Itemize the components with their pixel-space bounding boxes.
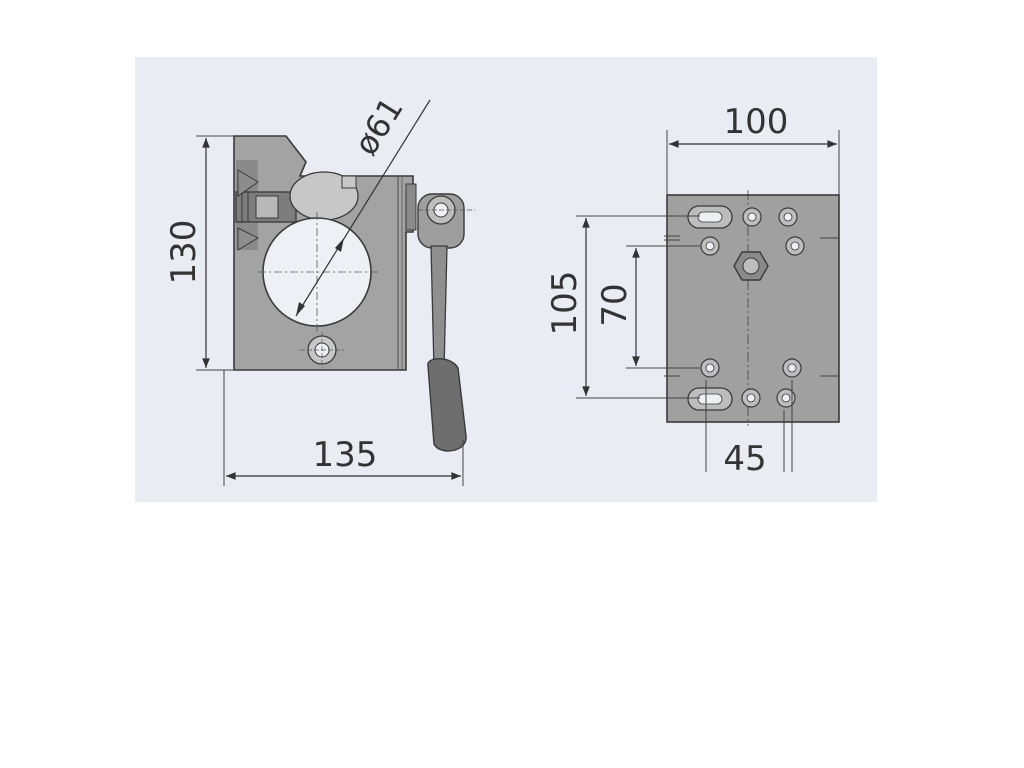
plate-hole	[700, 236, 720, 256]
dimension-height-70-label: 70	[595, 283, 635, 326]
plate-hole	[785, 236, 805, 256]
dimension-width-135	[223, 370, 464, 486]
dimension-height-130	[196, 135, 234, 371]
plate-hole	[778, 207, 798, 227]
dimension-height-70	[626, 245, 700, 369]
back-plate-view: 100 105 70 45	[545, 102, 840, 479]
dimension-width-135-label: 135	[313, 435, 378, 475]
plate-hole	[782, 358, 802, 378]
back-plate	[666, 194, 840, 423]
clamp-bolt	[235, 169, 297, 251]
plate-hole	[776, 388, 796, 408]
lever-pivot	[417, 193, 475, 249]
dimension-diameter-61	[295, 99, 431, 317]
dimension-width-100	[666, 130, 840, 195]
side-view: 130 135 ø61	[164, 91, 475, 486]
dimension-width-100-label: 100	[724, 102, 789, 142]
dimension-diameter-61-label: ø61	[347, 91, 411, 162]
dimension-height-105-label: 105	[545, 271, 585, 336]
plate-slot-top	[687, 205, 733, 229]
plate-hex-nut	[733, 251, 769, 281]
dimension-spacing-45	[705, 380, 793, 472]
dimension-spacing-45-label: 45	[723, 439, 766, 479]
lever-arm	[430, 245, 448, 371]
plate-slot-bottom	[687, 387, 733, 411]
dimension-height-130-label: 130	[164, 220, 204, 285]
plate-hole	[700, 358, 720, 378]
lever-handle	[427, 358, 467, 452]
plate-hole	[741, 388, 761, 408]
dimension-height-105	[576, 215, 700, 399]
plate-hole	[742, 207, 762, 227]
